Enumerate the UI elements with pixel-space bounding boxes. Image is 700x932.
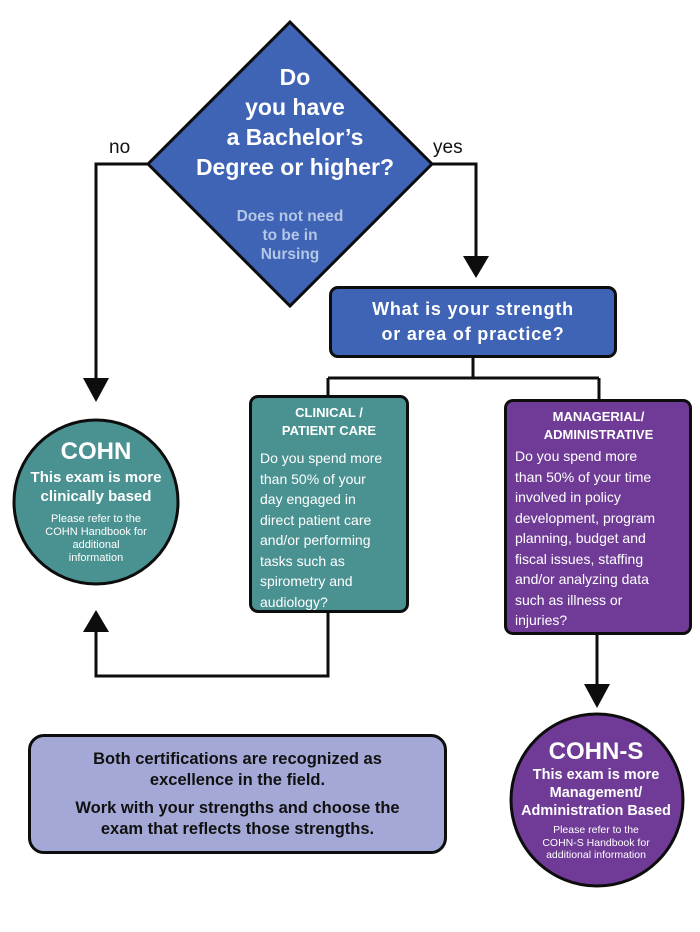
cohn-s-handbook-note: Please refer to the COHN-S Handbook for … (506, 824, 686, 862)
cohn-s-note-line: additional information (546, 849, 646, 861)
managerial-description-line: development, program (515, 509, 656, 526)
yes-arrowhead (463, 256, 489, 278)
clinical-title: CLINICAL / PATIENT CARE (260, 404, 398, 440)
clinical-description-line: audiology? (260, 593, 328, 610)
info-line: excellence in the field. (149, 771, 326, 789)
diamond-question-line: Degree or higher? (195, 154, 395, 180)
clinical-description-line: day engaged in (260, 491, 356, 507)
cohn-note-line: Please refer to the (51, 513, 141, 525)
managerial-description-line: planning, budget and (515, 530, 646, 546)
clinical-patient-care-box: CLINICAL / PATIENT CARE Do you spend mor… (249, 395, 409, 613)
strength-question-box: What is your strength or area of practic… (329, 286, 617, 358)
info-line: exam that reflects those strengths. (100, 820, 375, 838)
cohn-s-circle (509, 712, 685, 888)
diamond-question-line: a Bachelor’s (226, 124, 364, 150)
cohn-s-exam-name: COHN-S (548, 738, 644, 765)
decision-diamond (145, 19, 435, 309)
strength-question-line: or area of practice? (381, 324, 565, 344)
clinical-description: Do you spend more than 50% of your day e… (260, 448, 398, 612)
cohn-exam-name: COHN (60, 438, 132, 465)
info-line: Both certifications are recognized as (93, 750, 382, 768)
managerial-description: Do you spend more than 50% of your time … (515, 446, 682, 631)
clinical-title-line: CLINICAL / (295, 405, 363, 420)
clinical-title-line: PATIENT CARE (281, 423, 377, 438)
strength-question-line: What is your strength (372, 299, 574, 319)
managerial-description-line: injuries? (515, 612, 568, 628)
managerial-administrative-box: MANAGERIAL/ ADMINISTRATIVE Do you spend … (504, 399, 692, 635)
cohn-s-note-line: COHN-S Handbook for (542, 836, 650, 849)
diamond-question: Do you have a Bachelor’s Degree or highe… (160, 62, 430, 182)
cohn-handbook-note: Please refer to the COHN Handbook for ad… (13, 513, 179, 565)
cohn-note-line: information (68, 552, 124, 564)
cohn-description-line: This exam is more (30, 469, 162, 486)
info-paragraph-recognition: Both certifications are recognized as ex… (31, 749, 444, 791)
cohn-s-description-line: Administration Based (521, 803, 671, 819)
clinical-description-line: and/or performing (260, 532, 371, 548)
cohn-description-line: clinically based (40, 488, 152, 505)
managerial-description-line: Do you spend more (515, 448, 638, 464)
cohn-exam-description: This exam is more clinically based (13, 468, 179, 506)
certification-info-box: Both certifications are recognized as ex… (28, 734, 447, 854)
cohns-arrowhead (584, 684, 610, 708)
no-connector (94, 162, 148, 381)
cohn-note-line: COHN Handbook for (45, 526, 147, 538)
managerial-title-line: ADMINISTRATIVE (543, 427, 654, 442)
managerial-description-line: and/or analyzing data (515, 571, 649, 587)
cohn-s-description-line: This exam is more (532, 767, 660, 783)
diamond-note: Does not need to be in Nursing (205, 207, 375, 264)
managerial-description-line: involved in policy (515, 489, 621, 505)
diamond-question-line: Do (279, 64, 311, 90)
clinical-description-line: direct patient care (260, 511, 372, 528)
cohn-s-description-line: Management/ (549, 785, 643, 801)
info-paragraph-advice: Work with your strengths and choose the … (31, 798, 444, 840)
managerial-description-line: fiscal issues, staffing (515, 550, 644, 567)
clinical-description-line: than 50% of your (260, 470, 366, 487)
info-line: Work with your strengths and choose the (75, 799, 400, 817)
managerial-title-line: MANAGERIAL/ (552, 409, 645, 424)
cohn-circle (12, 418, 180, 586)
no-arrowhead (83, 378, 109, 402)
cohn-s-note-line: Please refer to the (553, 824, 639, 836)
diamond-note-line: to be in (262, 227, 318, 244)
managerial-description-line: such as illness or (515, 591, 623, 608)
cohn-s-exam-description: This exam is more Management/ Administra… (506, 766, 686, 820)
cohn-exam-info: COHN This exam is more clinically based … (13, 438, 179, 565)
yes-label: yes (433, 137, 463, 158)
no-label: no (109, 137, 131, 158)
clinical-description-line: spirometry and (260, 573, 353, 589)
diamond-note-line: Does not need (236, 208, 344, 225)
cohn-s-exam-info: COHN-S This exam is more Management/ Adm… (506, 738, 686, 862)
cohn-up-arrowhead (83, 610, 109, 632)
yes-connector (432, 162, 478, 258)
managerial-description-line: than 50% of your time (515, 468, 652, 485)
diamond-note-line: Nursing (260, 246, 320, 263)
cohn-note-line: additional (72, 539, 120, 551)
diamond-question-line: you have (245, 94, 345, 120)
clinical-description-line: Do you spend more (260, 450, 383, 466)
managerial-title: MANAGERIAL/ ADMINISTRATIVE (515, 408, 682, 444)
clinical-description-line: tasks such as (260, 552, 345, 569)
clinical-to-cohn-connector (94, 612, 330, 678)
